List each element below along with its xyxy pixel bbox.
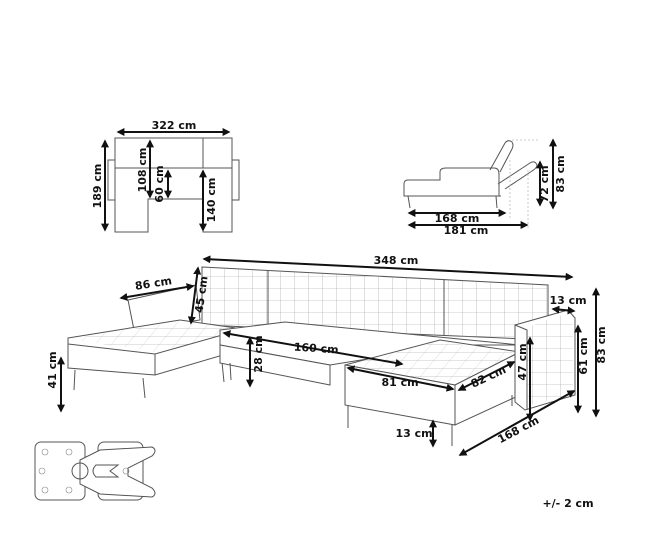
- chaise-length-label: 168 cm: [496, 414, 542, 447]
- side-view: 168 cm 181 cm 72 cm 83 cm: [403, 138, 567, 237]
- side-total-length-label: 181 cm: [444, 224, 489, 237]
- armrest-width-label: 13 cm: [549, 294, 586, 307]
- side-height-reclined-label: 72 cm: [538, 165, 551, 202]
- total-width-label: 348 cm: [374, 254, 419, 267]
- total-height-label: 83 cm: [595, 326, 608, 363]
- chaise-width-label: 81 cm: [381, 376, 418, 389]
- seat-thickness-label: 28 cm: [252, 335, 265, 372]
- seat-height-label: 41 cm: [46, 351, 59, 388]
- leg-height-label: 13 cm: [395, 427, 432, 440]
- armrest-length-label: 86 cm: [134, 274, 173, 293]
- top-chaise-length-label: 140 cm: [205, 178, 218, 223]
- seat-width-label: 160 cm: [293, 340, 339, 356]
- connector-bracket-detail: [34, 441, 156, 501]
- top-width-label: 322 cm: [152, 119, 197, 132]
- top-seat-depth-label: 60 cm: [153, 165, 166, 202]
- armrest-inner-height-label: 47 cm: [516, 343, 529, 380]
- side-height-label: 83 cm: [554, 155, 567, 192]
- armrest-height-label: 61 cm: [577, 337, 590, 374]
- top-depth-label: 189 cm: [91, 164, 104, 209]
- top-view: 322 cm 189 cm 108 cm 60 cm 140 cm: [91, 119, 240, 233]
- tolerance-note: +/- 2 cm: [542, 497, 593, 510]
- top-back-depth-label: 108 cm: [136, 148, 149, 193]
- main-perspective-view: 348 cm 86 cm 45 cm 13 cm 83 cm 61 cm 47 …: [46, 254, 608, 456]
- back-height-label: 45 cm: [193, 275, 211, 314]
